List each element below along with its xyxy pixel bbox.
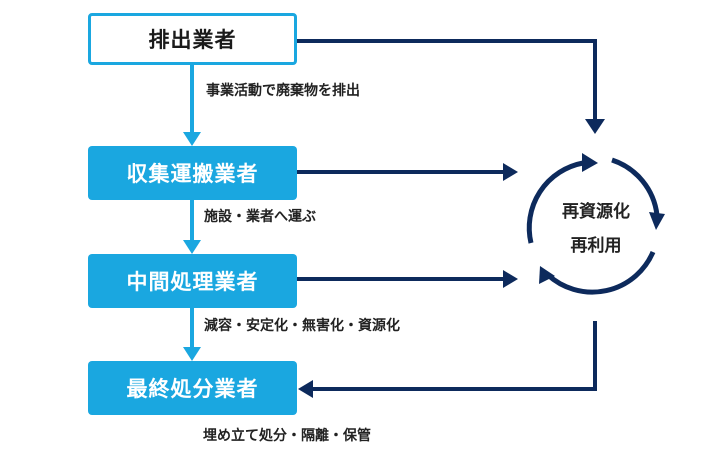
intermediate-title: 中間処理業者 <box>126 270 259 294</box>
emitter-label: 事業活動で廃棄物を排出 <box>206 83 360 99</box>
cycle-recycle-label: 再資源化 <box>562 202 630 222</box>
cycle-circle-arrows <box>526 153 665 295</box>
collector-label: 施設・業者へ運ぶ <box>204 209 316 225</box>
final-title: 最終処分業者 <box>126 377 259 401</box>
emitter-box: 排出業者 <box>88 13 297 65</box>
recycle-arrows <box>297 39 605 398</box>
collector-title: 収集運搬業者 <box>126 162 259 186</box>
intermediate-label: 減容・安定化・無害化・資源化 <box>204 318 400 334</box>
intermediate-box: 中間処理業者 <box>88 254 297 308</box>
final-label: 埋め立て処分・隔離・保管 <box>203 428 371 444</box>
collector-box: 収集運搬業者 <box>88 146 297 200</box>
down-arrows <box>183 64 201 361</box>
final-box: 最終処分業者 <box>88 361 297 415</box>
emitter-title: 排出業者 <box>148 28 237 52</box>
cycle-reuse-label: 再利用 <box>570 236 622 256</box>
